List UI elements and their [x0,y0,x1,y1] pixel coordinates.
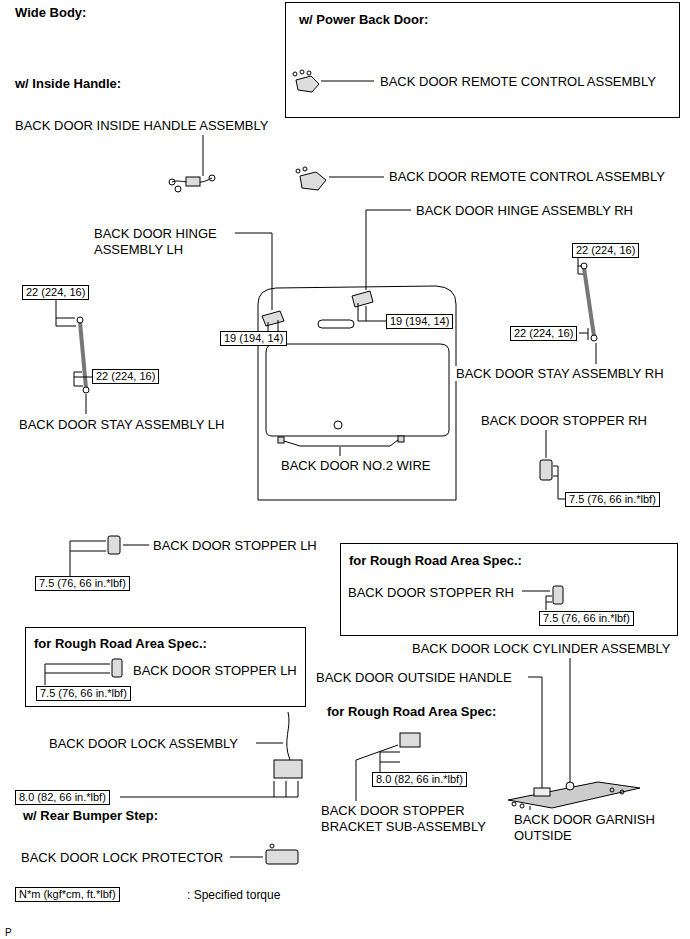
torque-value: 7.5 (76, 66 in.*lbf) [39,577,126,589]
torque-value: 8.0 (82, 66 in.*lbf) [19,791,106,803]
part-name: BACK DOOR STOPPER LH [132,663,298,678]
part-label: BACK DOOR LOCK CYLINDER ASSEMBLY [411,641,671,656]
spec-panel: for Rough Road Area Spec.: BACK DOOR STOP… [340,543,678,636]
panel-heading: w/ Power Back Door: [299,12,428,27]
torque-value: 22 (224, 16) [26,286,85,298]
torque-box: 22 (224, 16) [572,243,639,258]
torque-value: 7.5 (76, 66 in.*lbf) [569,493,656,505]
torque-box: 22 (224, 16) [22,285,89,300]
part-label: BACK DOOR STAY ASSEMBLY RH [455,366,665,381]
torque-box: 7.5 (76, 66 in.*lbf) [36,686,131,701]
part-label: : Specified torque [186,888,281,903]
part-label: for Rough Road Area Spec: [326,704,497,719]
torque-box: 19 (194, 14) [220,331,287,346]
torque-box: 22 (224, 16) [510,326,577,341]
part-label: BACK DOOR NO.2 WIRE [280,458,432,473]
part-label: w/ Rear Bumper Step: [22,808,159,823]
part-label: BACK DOOR HINGE ASSEMBLY RH [415,203,634,218]
torque-box: 22 (224, 16) [92,369,159,384]
part-label: P [4,925,13,939]
torque-value: 19 (194, 14) [390,315,449,327]
torque-value: 22 (224, 16) [576,244,635,256]
panel-heading: for Rough Road Area Spec.: [34,636,207,651]
torque-box: 7.5 (76, 66 in.*lbf) [565,492,660,507]
panel-heading: for Rough Road Area Spec.: [349,553,522,568]
torque-box: 19 (194, 14) [386,314,453,329]
part-label: BACK DOOR STOPPER RH [480,413,648,428]
part-label: BACK DOOR STOPPER BRACKET SUB-ASSEMBLY [320,803,507,835]
torque-value: 19 (194, 14) [224,332,283,344]
part-label: BACK DOOR HINGE ASSEMBLY LH [93,226,235,258]
torque-box: N*m (kgf*cm, ft.*lbf) [15,887,120,902]
part-label: BACK DOOR OUTSIDE HANDLE [315,670,513,685]
torque-box: 8.0 (82, 66 in.*lbf) [372,772,467,787]
part-label: BACK DOOR GARNISH OUTSIDE [513,812,685,844]
torque-value: 22 (224, 16) [96,370,155,382]
spec-panel: w/ Power Back Door: BACK DOOR REMOTE CONT… [285,2,680,118]
part-label: BACK DOOR INSIDE HANDLE ASSEMBLY [14,118,269,133]
part-label: BACK DOOR STAY ASSEMBLY LH [18,417,225,432]
spec-panel: for Rough Road Area Spec.: BACK DOOR STOP… [25,627,306,707]
torque-box: 8.0 (82, 66 in.*lbf) [15,790,110,805]
diagram-title: Wide Body: [14,5,87,20]
torque-value: 7.5 (76, 66 in.*lbf) [543,612,630,624]
part-label: BACK DOOR LOCK ASSEMBLY [48,736,239,751]
torque-box: 7.5 (76, 66 in.*lbf) [35,576,130,591]
torque-value: 7.5 (76, 66 in.*lbf) [40,687,127,699]
part-name: BACK DOOR REMOTE CONTROL ASSEMBLY [379,74,657,89]
torque-value: 8.0 (82, 66 in.*lbf) [376,773,463,785]
torque-value: 22 (224, 16) [514,327,573,339]
torque-box: 7.5 (76, 66 in.*lbf) [539,611,634,626]
part-label: BACK DOOR STOPPER LH [152,538,318,553]
part-name: BACK DOOR STOPPER RH [347,585,515,600]
part-label: BACK DOOR REMOTE CONTROL ASSEMBLY [388,169,666,184]
part-label: w/ Inside Handle: [14,76,122,91]
torque-value: N*m (kgf*cm, ft.*lbf) [19,888,116,900]
part-label: BACK DOOR LOCK PROTECTOR [20,850,224,865]
